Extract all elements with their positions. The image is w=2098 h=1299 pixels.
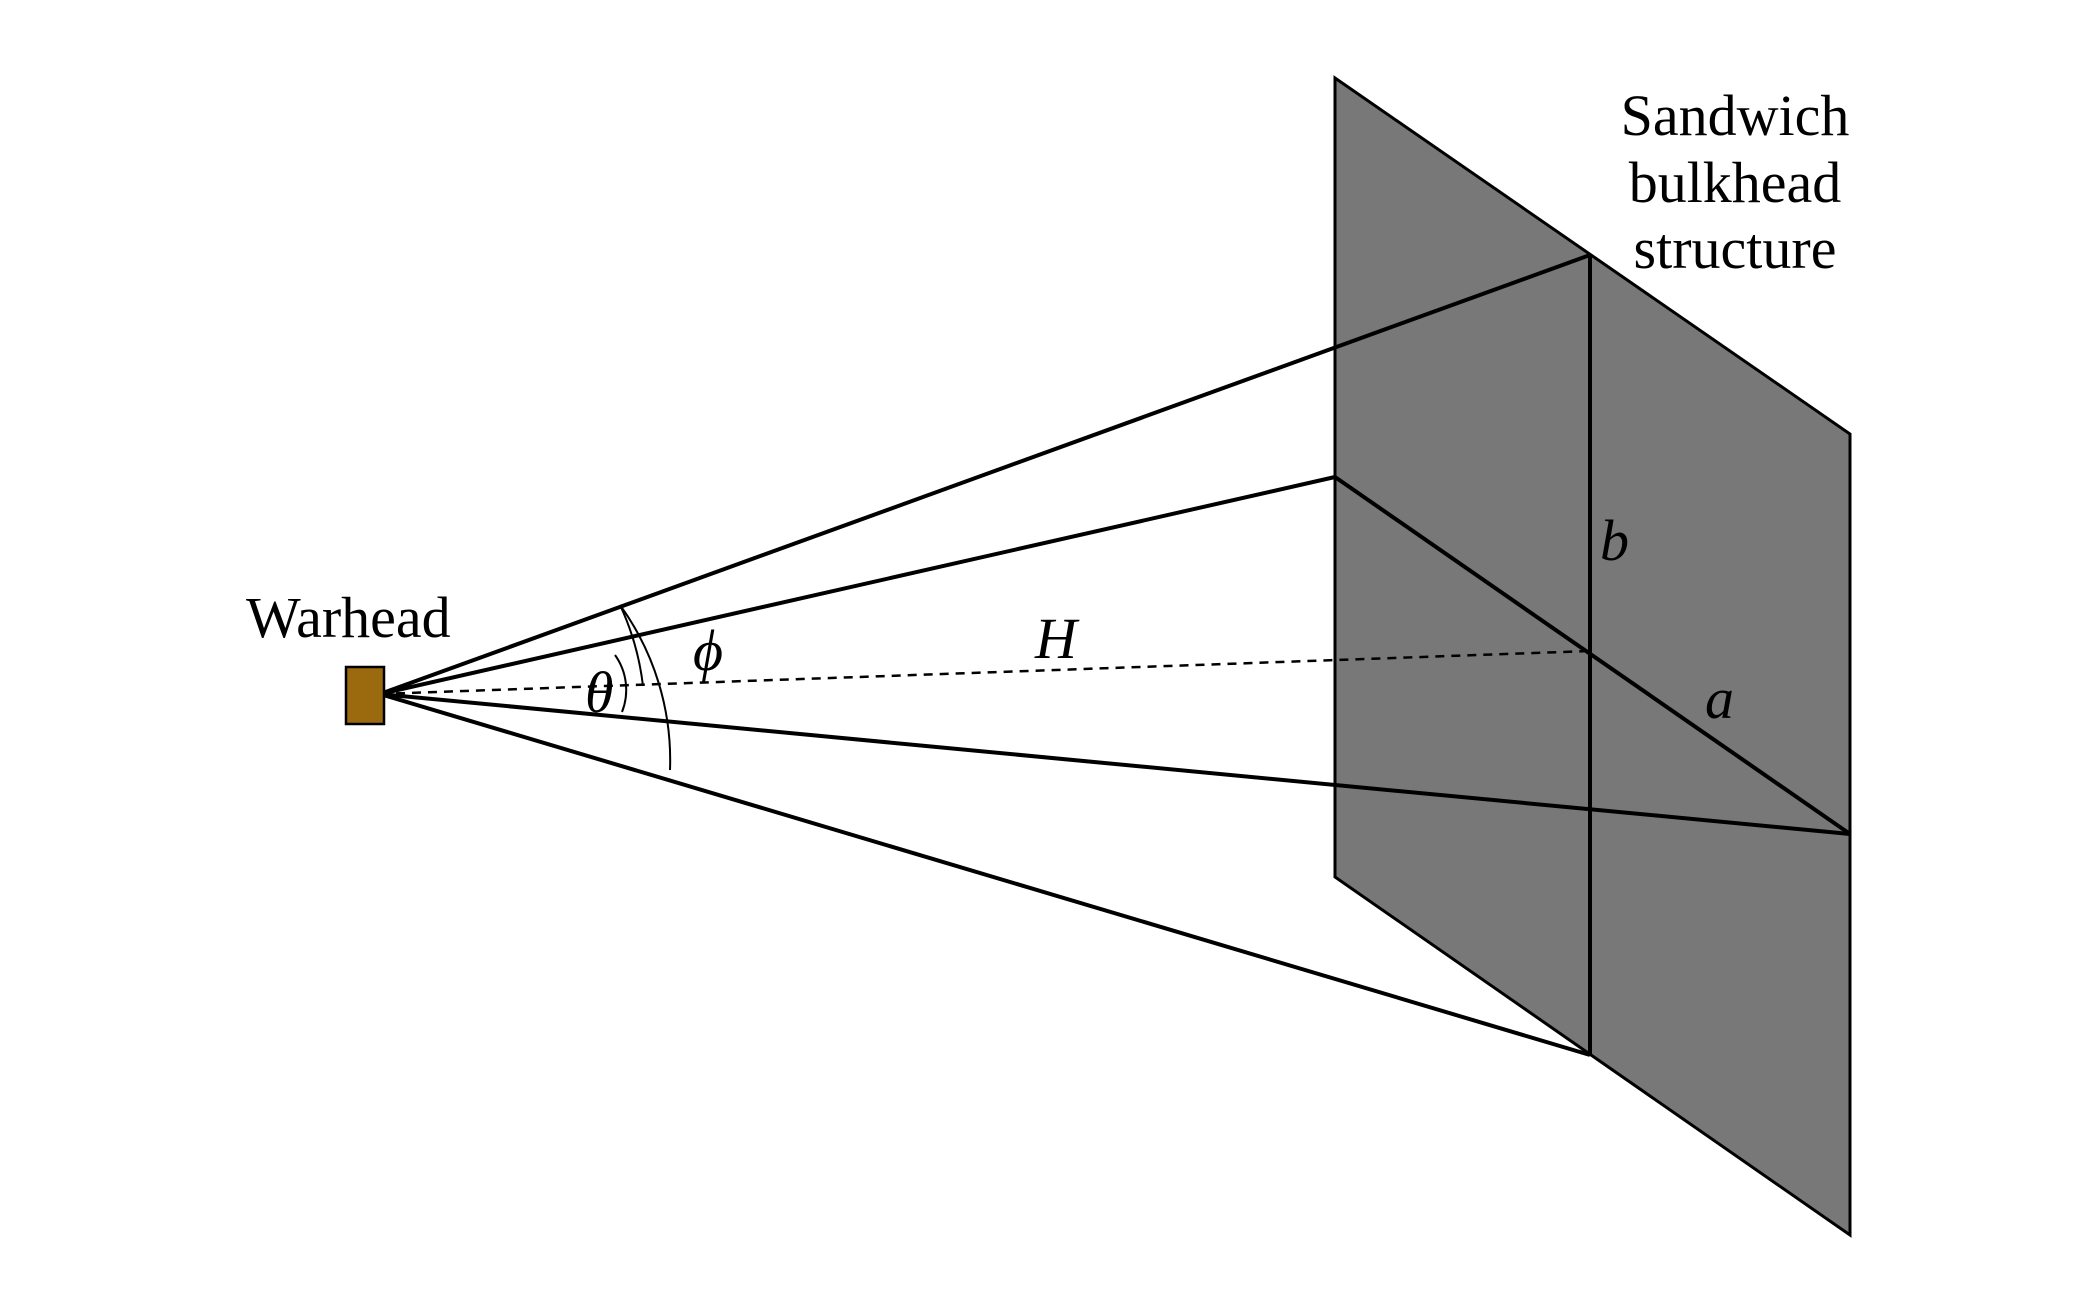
ray-to-bottom-mid	[379, 692, 1591, 1057]
structure-label-line1: Sandwich	[1621, 83, 1850, 148]
structure-label-line2: bulkhead	[1629, 150, 1842, 215]
distance-h-label: H	[1034, 606, 1080, 671]
phi-angle-arc	[619, 604, 644, 687]
ray-to-left-mid	[379, 475, 1336, 696]
ray-to-right-mid	[379, 692, 1851, 836]
ray-to-top-mid	[379, 253, 1591, 696]
theta-small-arc	[614, 654, 628, 713]
phi-label: ϕ	[693, 618, 723, 683]
distance-h-dashed-line	[379, 649, 1591, 696]
structure-label-line3: structure	[1634, 216, 1837, 281]
side-a-label: a	[1705, 666, 1734, 731]
theta-angle-arc	[619, 604, 672, 771]
warhead-box	[344, 665, 386, 726]
theta-label: θ	[585, 660, 614, 725]
plate-diagonal-centerline	[1333, 475, 1852, 836]
side-b-label: b	[1600, 508, 1629, 573]
warhead-label: Warhead	[246, 585, 451, 650]
